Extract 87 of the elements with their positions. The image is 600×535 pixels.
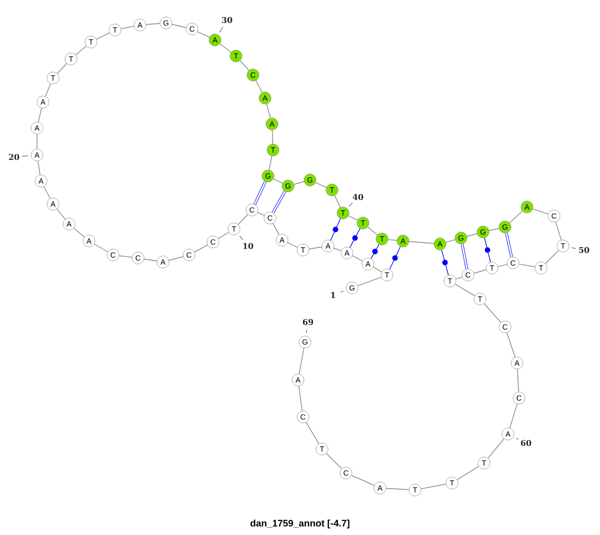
base-pair-line	[505, 232, 513, 258]
position-number: 30	[222, 16, 232, 24]
backbone-line	[334, 195, 341, 208]
backbone-line	[326, 453, 342, 469]
backbone-line	[120, 26, 134, 30]
backbone-line	[315, 182, 327, 188]
backbone-line	[506, 332, 516, 358]
base-pair-line	[389, 246, 401, 270]
backbone-line	[172, 24, 186, 28]
position-number: 60	[520, 440, 532, 446]
backbone-line	[352, 256, 363, 262]
backbone-line	[118, 255, 132, 258]
backbone-line	[144, 258, 158, 262]
backbone-line	[197, 31, 210, 38]
backbone-line	[446, 239, 456, 243]
backbone-line	[218, 232, 230, 240]
position-number: 20	[8, 154, 20, 160]
backbone-line	[488, 438, 504, 459]
backbone-line	[348, 215, 358, 221]
position-number: 1	[331, 292, 335, 298]
backbone-line	[266, 104, 271, 118]
backbone-line	[220, 43, 232, 53]
backbone-line	[357, 276, 382, 286]
backbone-line	[488, 228, 500, 231]
base-pair-line	[370, 244, 380, 259]
backbone-line	[240, 60, 250, 71]
backbone-line	[75, 46, 87, 56]
backbone-line	[454, 284, 476, 296]
position-number: 50	[579, 246, 590, 254]
backbone-line	[555, 222, 562, 240]
base-pair-line	[484, 238, 491, 262]
backbone-line	[466, 233, 478, 237]
backbone-line	[498, 264, 508, 267]
backbone-line	[257, 212, 265, 216]
backbone-line	[298, 348, 304, 374]
base-pair-line	[330, 218, 341, 241]
backbone-line	[44, 186, 50, 199]
backbone-line	[45, 83, 51, 97]
backbone-line	[545, 250, 559, 264]
backbone-line	[287, 242, 298, 248]
backbone-line	[456, 466, 480, 480]
position-number: 10	[243, 242, 254, 250]
base-pair-line	[350, 228, 360, 248]
base-pair-line	[441, 250, 449, 276]
backbone-line	[509, 404, 518, 428]
backbone-line	[256, 80, 262, 93]
backbone-line	[268, 156, 272, 170]
backbone-line	[484, 303, 502, 323]
backbone-line	[56, 208, 66, 220]
backbone-line	[532, 208, 548, 214]
base-pair-line	[460, 244, 468, 270]
backbone-line	[308, 246, 322, 250]
backbone-line	[367, 226, 378, 236]
base-pair-line	[253, 181, 267, 205]
backbone-line	[408, 241, 434, 244]
backbone-line	[94, 244, 108, 252]
backbone-line	[306, 422, 320, 444]
backbone-line	[272, 130, 274, 144]
backbone-line	[272, 223, 280, 235]
base-pair-line	[272, 190, 286, 214]
backbone-line	[273, 178, 283, 184]
backbone-line	[38, 160, 40, 176]
backbone-line	[509, 210, 523, 224]
backbone-line	[386, 488, 410, 490]
backbone-line	[474, 269, 486, 274]
backbone-line	[38, 108, 42, 122]
backbone-line	[517, 368, 519, 392]
backbone-line	[194, 244, 208, 252]
backbone-line	[420, 484, 446, 490]
backbone-line	[146, 23, 160, 25]
backbone-line	[238, 214, 248, 225]
backbone-line	[168, 256, 184, 261]
backbone-line	[96, 32, 110, 40]
backbone-line	[518, 264, 536, 268]
backbone-line	[333, 248, 342, 252]
backbone-line	[73, 228, 85, 238]
backbone-line	[56, 63, 68, 74]
position-number: 40	[352, 194, 364, 200]
backbone-line	[388, 239, 398, 241]
backbone-line	[36, 134, 38, 150]
title: dan_1759_annot [-4.7]	[250, 520, 350, 528]
position-number: 69	[302, 318, 314, 326]
backbone-line	[373, 266, 382, 272]
backbone-line	[298, 386, 303, 412]
backbone-line	[294, 181, 304, 185]
backbone-line	[456, 276, 462, 280]
backbone-line	[351, 475, 375, 486]
